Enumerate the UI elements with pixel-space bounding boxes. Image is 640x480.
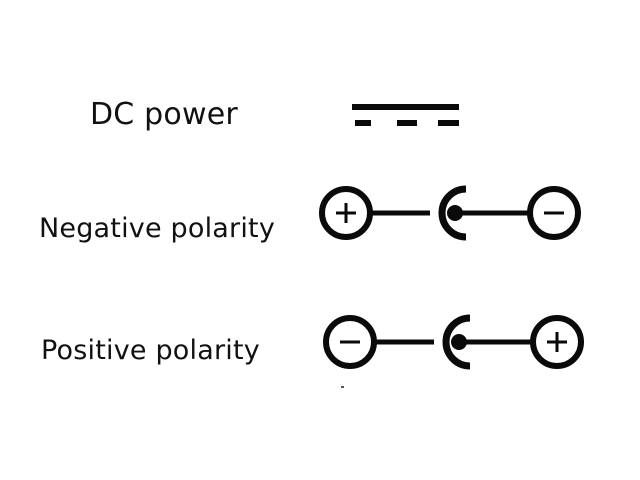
center-pin-dot bbox=[451, 334, 467, 350]
plus-icon bbox=[336, 203, 356, 223]
plus-icon bbox=[547, 332, 567, 352]
positive-polarity-diagram bbox=[323, 314, 584, 370]
dc-dash-2 bbox=[397, 120, 417, 126]
dc-dash-3 bbox=[438, 120, 459, 126]
plus-terminal-circle bbox=[530, 315, 584, 369]
center-pin-dot bbox=[447, 205, 463, 221]
negative-polarity-diagram bbox=[319, 185, 581, 241]
dc-dash-1 bbox=[355, 120, 371, 126]
minus-terminal-circle bbox=[527, 186, 581, 240]
dc-solid-line bbox=[352, 104, 459, 110]
positive-polarity-label: Positive polarity bbox=[41, 335, 260, 366]
minus-terminal-circle bbox=[323, 315, 377, 369]
stray-mark bbox=[341, 386, 344, 388]
barrel-c-shape bbox=[442, 314, 471, 370]
barrel-c-shape bbox=[438, 185, 467, 241]
dc-power-label: DC power bbox=[90, 97, 238, 132]
plus-terminal-circle bbox=[319, 186, 373, 240]
negative-polarity-label: Negative polarity bbox=[39, 213, 276, 244]
dc-power-symbol bbox=[352, 104, 459, 126]
